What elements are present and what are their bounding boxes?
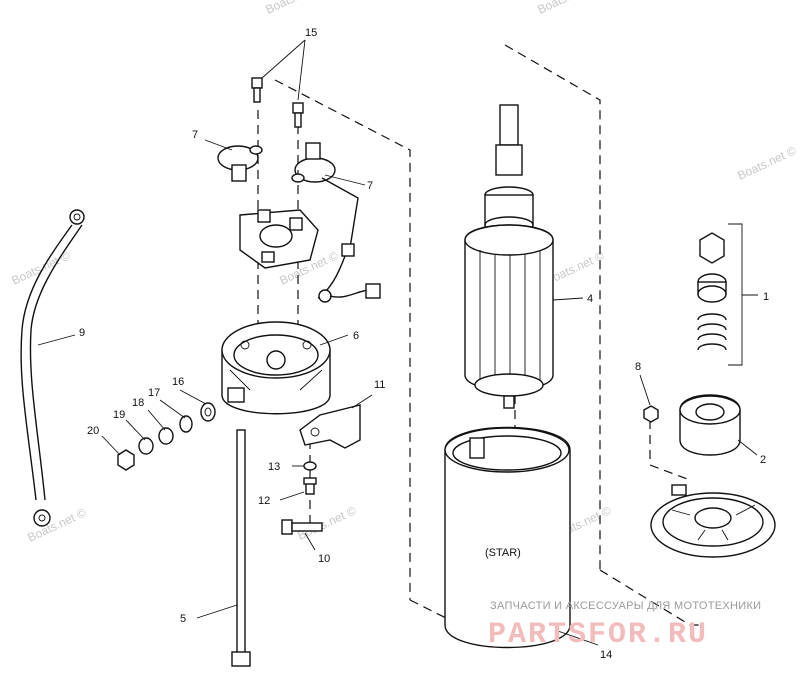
callout-17: 17 [148, 387, 160, 399]
callout-18: 18 [132, 397, 144, 409]
callout-4: 4 [587, 293, 593, 305]
drive-end-cap [650, 484, 776, 558]
banner-logo: PARTSFOR.RU [488, 618, 708, 652]
callout-1: 1 [763, 291, 769, 303]
callout-7b: 7 [367, 180, 373, 192]
callout-11: 11 [374, 379, 385, 391]
mounting-bracket [279, 394, 373, 551]
callout-16: 16 [172, 376, 184, 388]
washers-and-nuts [101, 389, 216, 471]
brush-plate [239, 209, 381, 303]
through-bolt [196, 429, 251, 667]
battery-cable [20, 209, 85, 527]
callout-labels: 1 2 4 5 6 7 7 8 9 10 11 12 13 14 15 16 1… [79, 27, 769, 661]
pinion-stack [697, 223, 758, 366]
callout-10: 10 [318, 553, 330, 565]
watermark: Boats.net © [735, 143, 798, 182]
callout-7a: 7 [192, 129, 198, 141]
screws [251, 39, 306, 128]
banner-subtitle: ЗАПЧАСТИ И АКСЕССУАРЫ ДЛЯ МОТОТЕХНИКИ [490, 600, 761, 612]
callout-20: 20 [87, 425, 99, 437]
watermark: Boats.net © [263, 0, 326, 17]
drive-gear [639, 374, 758, 456]
callout-19: 19 [113, 409, 125, 421]
end-cap [221, 321, 349, 415]
callout-13: 13 [268, 461, 280, 473]
callout-2: 2 [760, 454, 766, 466]
callout-12: 12 [258, 495, 270, 507]
site-banner: ЗАПЧАСТИ И АКСЕССУАРЫ ДЛЯ МОТОТЕХНИКИ PA… [488, 600, 761, 652]
assembly-dashed-lines [257, 44, 700, 646]
armature [464, 104, 584, 409]
watermark: Boats.net © [535, 0, 598, 17]
callout-14: 14 [600, 649, 612, 661]
callout-9: 9 [79, 327, 85, 339]
callout-5: 5 [180, 613, 186, 625]
brush-springs [204, 139, 366, 249]
motor-housing: (STAR) [444, 426, 599, 649]
callout-8: 8 [635, 361, 641, 373]
callout-6: 6 [353, 330, 359, 342]
housing-label: (STAR) [485, 547, 521, 559]
callout-15: 15 [305, 27, 317, 39]
watermark: Boats.net © [25, 505, 88, 544]
